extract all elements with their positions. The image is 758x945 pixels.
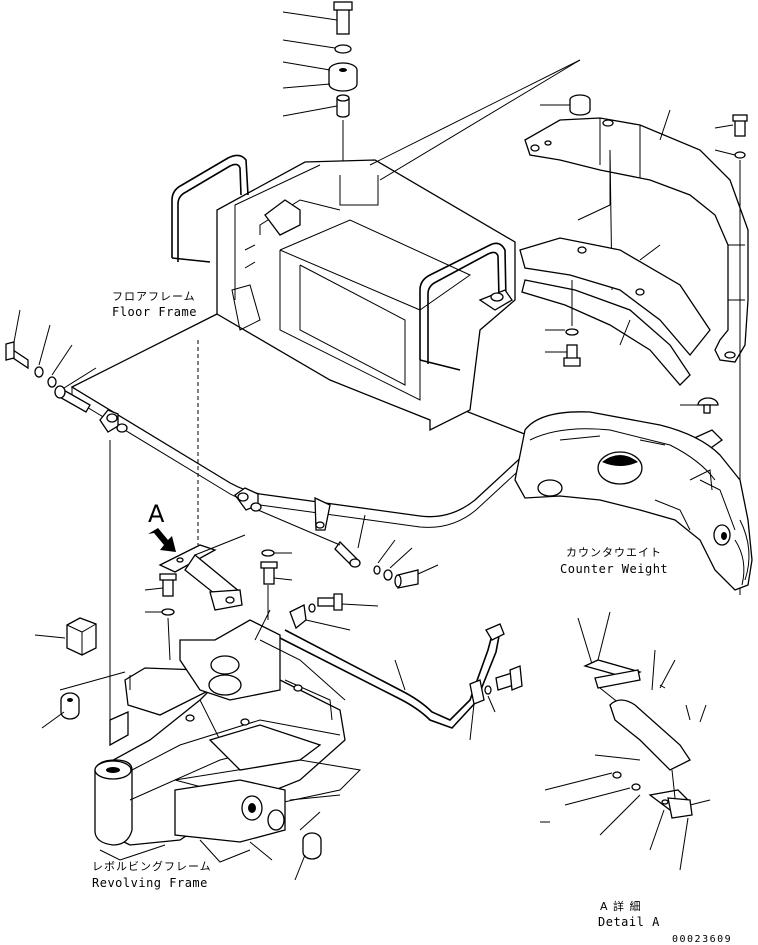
top-fastener-stack (282, 1, 358, 168)
rod-clip-fasteners (469, 665, 523, 741)
floor-frame-label-en: Floor Frame (112, 305, 197, 319)
detail-a-label-en: Detail A (598, 915, 660, 929)
floor-frame-label-jp: フロアフレーム (112, 290, 196, 303)
counterweight-bracket-upper (524, 94, 749, 595)
right-pin-fasteners (257, 509, 439, 589)
counterweight-bracket-lower (519, 237, 711, 386)
detail-a-marker: A (148, 500, 165, 528)
drawing-number: 00023609 (672, 934, 732, 945)
left-pin-fasteners (5, 309, 111, 720)
clamp-parts (289, 593, 379, 631)
revolving-frame (59, 609, 362, 863)
counterweight-fasteners (545, 280, 724, 451)
revolving-frame-label-en: Revolving Frame (92, 876, 208, 890)
counter-weight-label-jp: カウンタウエイト (566, 546, 662, 559)
arrow-icon (148, 528, 176, 552)
counter-weight (514, 411, 753, 591)
revolving-frame-label-jp: レボルビングフレーム (92, 859, 212, 873)
detail-a-label-jp: A 詳 細 (600, 899, 642, 913)
bushing-left (41, 692, 80, 729)
control-rod (279, 623, 505, 729)
detail-a-view (540, 611, 711, 871)
cushion-block (34, 617, 97, 656)
counter-weight-label-en: Counter Weight (560, 562, 668, 576)
floor-frame (70, 59, 581, 531)
pedal-bracket-assembly (144, 340, 293, 661)
bushing-bottom (294, 832, 322, 881)
